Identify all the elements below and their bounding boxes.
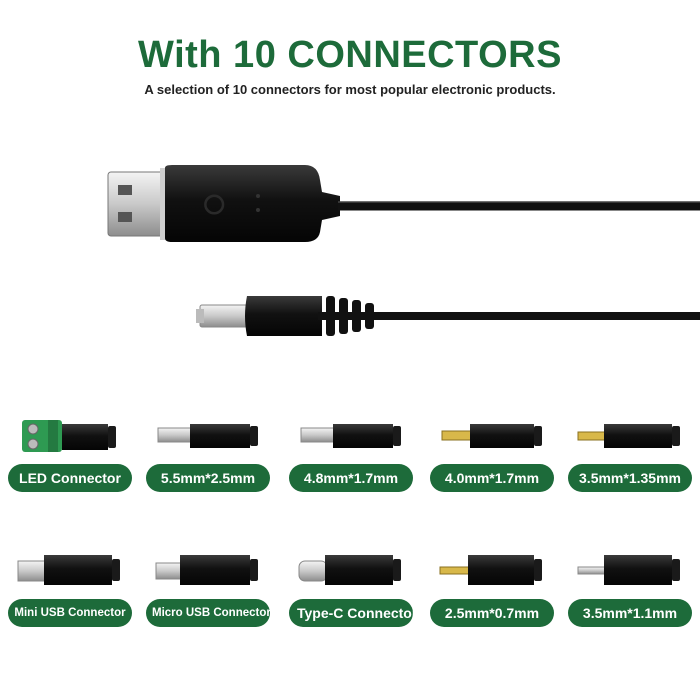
barrel-plug-icon [439, 555, 542, 585]
connector-label: 3.5mm*1.1mm [568, 599, 692, 627]
micro-usb-icon [155, 555, 258, 585]
page-subtitle: A selection of 10 connectors for most po… [144, 82, 556, 97]
type-c-icon [298, 555, 401, 585]
connector-label: Micro USB Connector [146, 599, 271, 627]
connector-label: Mini USB Connector [8, 599, 132, 627]
connector-label: 2.5mm*0.7mm [430, 599, 554, 627]
connector-label: 4.8mm*1.7mm [289, 464, 413, 492]
connector-item-4-0: 4.0mm*1.7mm [430, 412, 554, 492]
connector-item-micro-usb: Micro USB Connector [146, 547, 271, 627]
usb-logo-icon: ⭘ [203, 188, 225, 221]
connector-label: 5.5mm*2.5mm [146, 464, 270, 492]
page-title: With 10 CONNECTORS [138, 34, 562, 76]
connector-label: 4.0mm*1.7mm [430, 464, 554, 492]
connector-label: Type-C Connector [289, 599, 417, 627]
connector-item-3-5-1-35: 3.5mm*1.35mm [568, 412, 692, 492]
led-terminal-icon [22, 420, 116, 452]
connector-item-5-5: 5.5mm*2.5mm [146, 412, 270, 492]
connector-label: 3.5mm*1.35mm [568, 464, 692, 492]
barrel-plug-icon [577, 424, 680, 448]
barrel-plug-icon [157, 424, 258, 448]
usb-cable-body: ⭘ [165, 165, 340, 242]
connector-item-3-5-1-1: 3.5mm*1.1mm [568, 547, 692, 627]
connector-item-mini-usb: Mini USB Connector [8, 547, 132, 627]
connector-item-2-5: 2.5mm*0.7mm [430, 547, 554, 627]
connector-item-4-8: 4.8mm*1.7mm [289, 412, 413, 492]
connector-item-type-c: Type-C Connector [289, 547, 417, 627]
dc-barrel-plug-icon [196, 296, 700, 336]
mini-usb-icon [17, 555, 120, 585]
connector-label: LED Connector [8, 464, 132, 492]
barrel-plug-icon [300, 424, 401, 448]
barrel-plug-icon [441, 424, 542, 448]
connector-item-led: LED Connector [8, 412, 132, 492]
barrel-plug-icon [577, 555, 680, 585]
